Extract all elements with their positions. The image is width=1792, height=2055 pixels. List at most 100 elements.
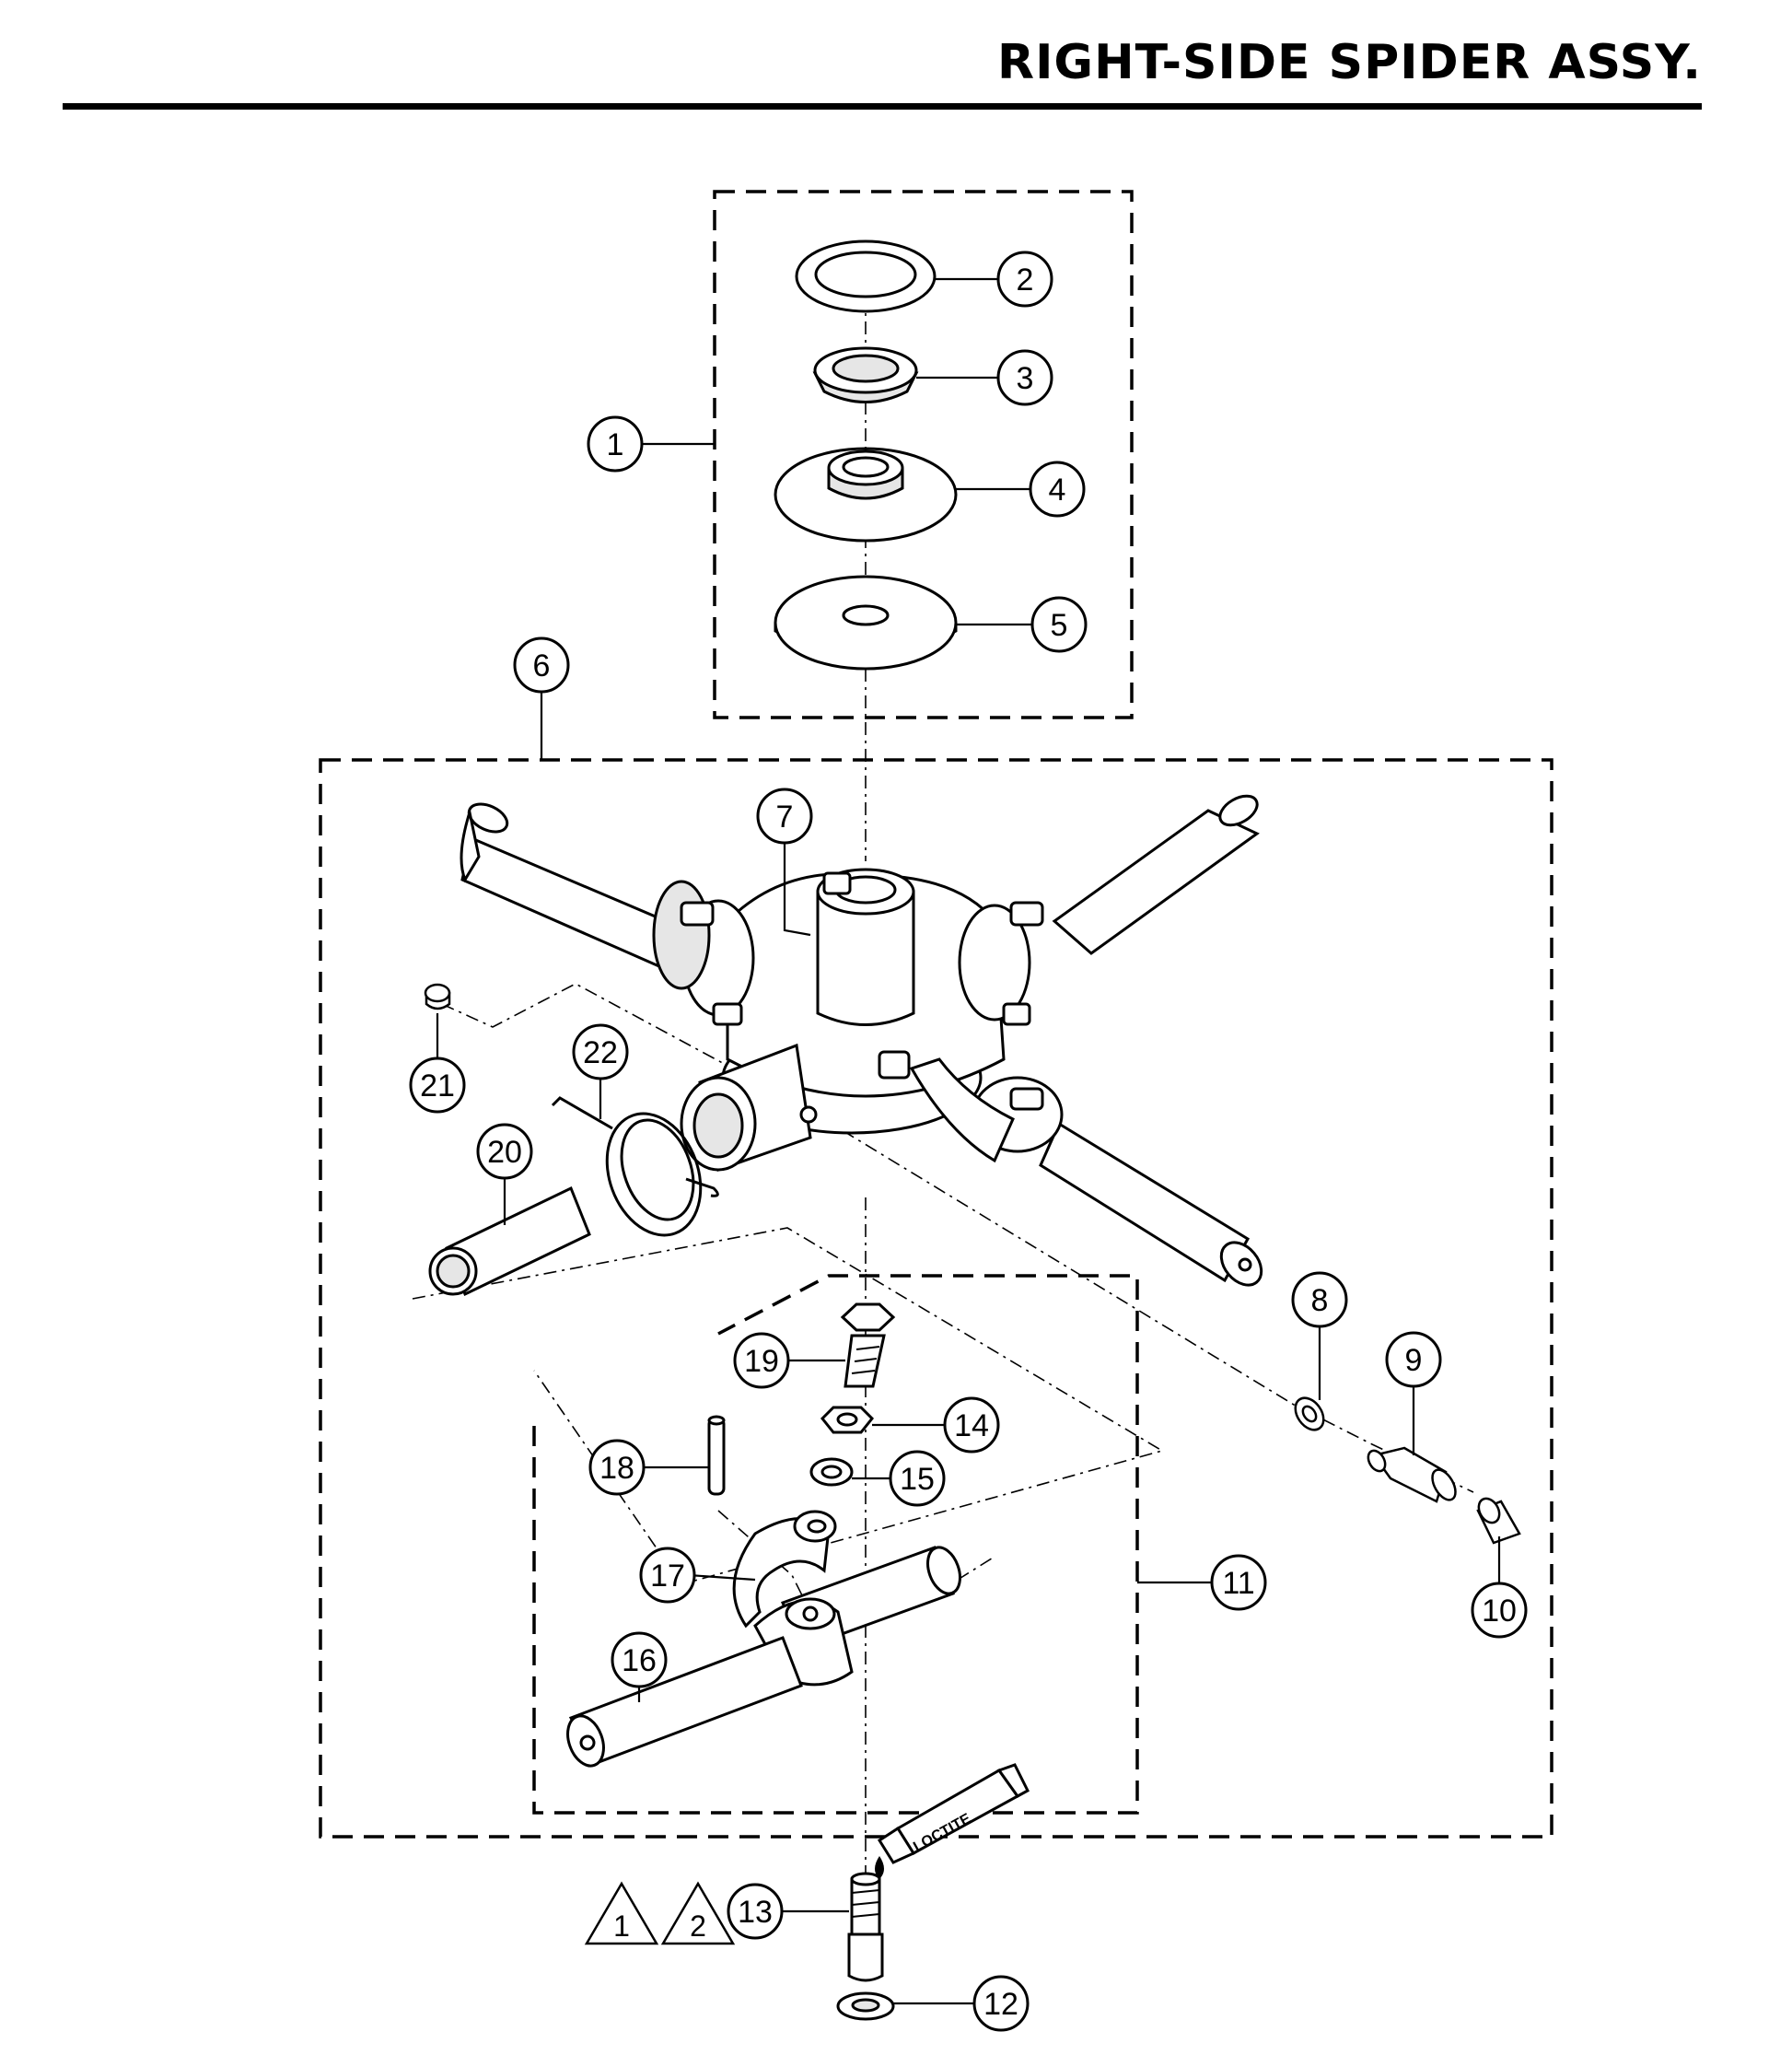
part-9-grease-fitting — [1367, 1446, 1457, 1503]
warning-number: 1 — [613, 1909, 630, 1943]
callout-9: 9 — [1385, 1331, 1442, 1388]
part-3-bushing — [812, 346, 919, 403]
loctite-tube: LOCTITE — [875, 1763, 1030, 1879]
loctite-drop — [875, 1856, 884, 1879]
callout-22: 22 — [572, 1023, 629, 1080]
callout-8: 8 — [1291, 1271, 1348, 1328]
callout-circle — [572, 1023, 629, 1080]
callout-number: 21 — [420, 1068, 455, 1103]
callout-circle — [943, 1396, 1000, 1454]
callout-number: 1 — [607, 427, 624, 462]
callout-circle — [996, 251, 1053, 308]
callout-circle — [1210, 1554, 1267, 1611]
callout-number: 16 — [622, 1643, 657, 1678]
callout-circle — [588, 1439, 646, 1496]
part-22-torsion-spring — [551, 1096, 719, 1237]
title-rule — [63, 103, 1702, 110]
callout-circle — [1029, 461, 1086, 518]
leader-line-17 — [688, 1573, 756, 1582]
callout-number: 19 — [744, 1344, 779, 1379]
part-13-cap-screw — [847, 1872, 884, 1982]
leader-lines — [436, 277, 1501, 2005]
warning-triangle-2: 2 — [660, 1881, 736, 1945]
part-14-nut — [820, 1406, 875, 1434]
part-2-oring — [795, 239, 937, 313]
callout-16: 16 — [611, 1631, 668, 1688]
callout-circle — [889, 1450, 946, 1507]
part-15-lock-washer — [809, 1457, 854, 1487]
part-6-spider-arms — [460, 794, 1263, 1287]
callout-circle — [1030, 596, 1088, 653]
callout-14: 14 — [943, 1396, 1000, 1454]
leader-line-7 — [783, 837, 811, 937]
part-4-hub-disc — [774, 447, 958, 543]
callout-circle — [611, 1631, 668, 1688]
callout-circle — [513, 636, 570, 694]
callout-1: 1 — [587, 415, 644, 473]
callout-3: 3 — [996, 349, 1053, 406]
part-21-plug — [424, 983, 451, 1010]
callout-13: 13 — [727, 1883, 784, 1940]
callout-21: 21 — [409, 1057, 466, 1114]
callout-number: 8 — [1311, 1283, 1329, 1318]
callout-5: 5 — [1030, 596, 1088, 653]
callout-number: 2 — [1017, 263, 1034, 298]
callout-circle — [1291, 1271, 1348, 1328]
part-12-washer — [836, 1991, 895, 2021]
part-5-washer — [774, 575, 958, 671]
callout-number: 9 — [1405, 1343, 1423, 1378]
callout-number: 5 — [1051, 608, 1068, 643]
callout-15: 15 — [889, 1450, 946, 1507]
part-6-spider-hub — [652, 868, 1064, 1172]
callout-number: 15 — [900, 1462, 935, 1497]
callout-number: 20 — [487, 1135, 522, 1170]
callout-circle — [972, 1975, 1030, 2032]
callout-number: 17 — [650, 1559, 685, 1594]
callout-number: 13 — [738, 1895, 773, 1930]
callout-12: 12 — [972, 1975, 1030, 2032]
callout-circle — [639, 1547, 696, 1604]
part-16-17-arm-assembly — [566, 1510, 961, 1768]
callout-7: 7 — [756, 788, 813, 845]
part-10-cap — [1476, 1497, 1521, 1545]
callout-number: 14 — [954, 1408, 989, 1443]
callout-circle — [1471, 1582, 1528, 1639]
part-19-bolt — [840, 1302, 896, 1388]
group-box-11 — [532, 1274, 1139, 1815]
callout-11: 11 — [1210, 1554, 1267, 1611]
callout-20: 20 — [476, 1123, 533, 1180]
callout-circle — [733, 1332, 790, 1389]
callout-number: 22 — [583, 1035, 618, 1070]
callout-circle — [1385, 1331, 1442, 1388]
callout-17: 17 — [639, 1547, 696, 1604]
callout-2: 2 — [996, 251, 1053, 308]
callout-circle — [476, 1123, 533, 1180]
part-18-roll-pin — [707, 1415, 726, 1496]
callout-4: 4 — [1029, 461, 1086, 518]
callout-circle — [409, 1057, 466, 1114]
callout-number: 18 — [599, 1451, 634, 1486]
callout-number: 10 — [1482, 1594, 1517, 1629]
callout-6: 6 — [513, 636, 570, 694]
part-8-star-washer — [1294, 1396, 1325, 1431]
callout-circle — [756, 788, 813, 845]
callout-18: 18 — [588, 1439, 646, 1496]
callout-circle — [587, 415, 644, 473]
warning-number: 2 — [690, 1909, 706, 1943]
page-title: RIGHT-SIDE SPIDER ASSY. — [997, 35, 1702, 90]
callout-19: 19 — [733, 1332, 790, 1389]
callout-number: 7 — [776, 800, 794, 835]
callout-circle — [996, 349, 1053, 406]
warning-triangle-1: 1 — [584, 1881, 659, 1945]
callout-number: 3 — [1017, 361, 1034, 396]
callout-number: 11 — [1222, 1566, 1254, 1601]
callout-number: 4 — [1049, 473, 1066, 508]
callout-circle — [727, 1883, 784, 1940]
callout-number: 12 — [983, 1987, 1018, 2022]
part-20-sleeve — [428, 1185, 591, 1297]
callout-10: 10 — [1471, 1582, 1528, 1639]
callout-number: 6 — [533, 648, 551, 683]
